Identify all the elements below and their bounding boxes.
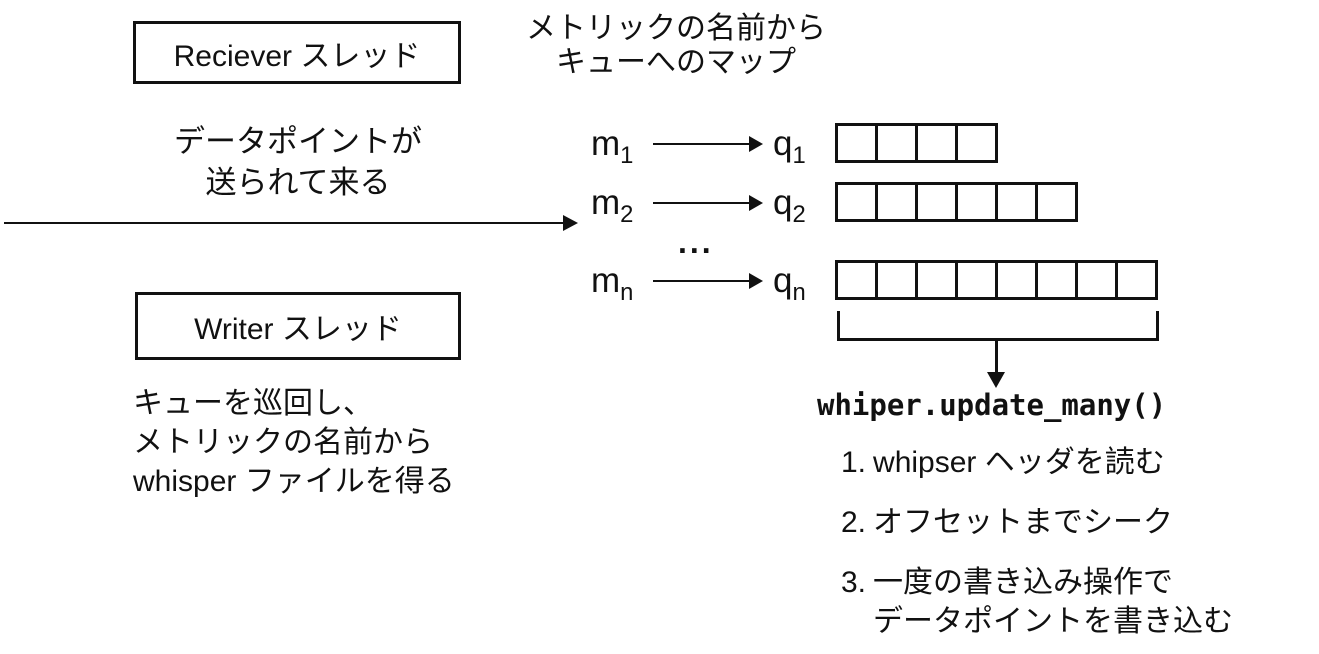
queue-cell [1035, 263, 1075, 297]
queue-label: qn [773, 261, 806, 306]
metric-label: mn [591, 261, 634, 306]
step-number: 3. [841, 566, 867, 599]
queue-cell [838, 263, 875, 297]
bracket-down-arrow [987, 340, 1006, 388]
queue-label: q1 [773, 124, 806, 169]
queue-cell [955, 263, 995, 297]
metric-to-queue-arrow [653, 280, 750, 282]
queue-cell [995, 185, 1035, 219]
step-text: 一度の書き込み操作でデータポイントを書き込む [873, 566, 1234, 638]
queue-row: mn qn [573, 250, 1193, 312]
down-arrow-line [995, 340, 998, 374]
incoming-arrow [4, 214, 578, 232]
step-number: 2. [841, 506, 867, 539]
queue-cell [875, 126, 915, 160]
queue-row: m2 q2 [573, 172, 1193, 234]
receiver-thread-box: Reciever スレッド [133, 21, 461, 84]
queue-cell [838, 126, 875, 160]
metric-arrowhead-icon [749, 136, 763, 152]
queue-cell [915, 185, 955, 219]
map-caption-line2: キューへのマップ [556, 46, 796, 79]
ellipsis: ... [678, 224, 714, 260]
queue-cell [995, 263, 1035, 297]
incoming-caption-line2: 送られて来る [205, 165, 391, 200]
step-item: 1.whipser ヘッダを読む [841, 443, 1233, 482]
queue-cell [875, 263, 915, 297]
writer-desc-line1: キューを巡回し、 [133, 387, 373, 420]
step-item: 3.一度の書き込み操作でデータポイントを書き込む [841, 563, 1233, 641]
queue-cells [835, 260, 1158, 300]
metric-arrowhead-icon [749, 273, 763, 289]
queue-cell [915, 126, 955, 160]
queues-bracket [837, 311, 1159, 341]
function-call-label: whiper.update_many() [817, 388, 1167, 422]
queue-cells [835, 123, 998, 163]
queue-cell [1035, 185, 1075, 219]
incoming-arrowhead-icon [563, 215, 578, 231]
writer-desc-line2: メトリックの名前から [133, 426, 433, 459]
map-caption-line1: メトリックの名前から [526, 12, 826, 45]
queue-cell [838, 185, 875, 219]
step-number: 1. [841, 446, 867, 479]
metric-label: m1 [591, 124, 634, 169]
queue-cell [875, 185, 915, 219]
step-item: 2.オフセットまでシーク [841, 503, 1233, 542]
queue-cell [1115, 263, 1155, 297]
incoming-datapoints-caption: データポイントが 送られて来る [148, 121, 448, 203]
queue-cell [955, 126, 995, 160]
metric-arrowhead-icon [749, 195, 763, 211]
metric-to-queue-arrow [653, 202, 750, 204]
writer-thread-box: Writer スレッド [135, 292, 461, 360]
queue-label: q2 [773, 183, 806, 228]
queue-row: m1 q1 [573, 113, 1193, 175]
writer-description: キューを巡回し、 メトリックの名前から whisper ファイルを得る [133, 384, 455, 501]
metric-to-queue-arrow [653, 143, 750, 145]
receiver-thread-label: Reciever スレッド [173, 39, 421, 73]
queue-cell [1075, 263, 1115, 297]
down-arrowhead-icon [987, 372, 1005, 388]
queue-cells [835, 182, 1078, 222]
map-caption: メトリックの名前から キューへのマップ [498, 12, 854, 80]
queue-cell [915, 263, 955, 297]
writer-desc-line3: whisper ファイルを得る [133, 465, 455, 498]
queue-cell [955, 185, 995, 219]
metric-label: m2 [591, 183, 634, 228]
step-text: オフセットまでシーク [873, 506, 1174, 539]
writer-thread-label: Writer スレッド [194, 313, 402, 346]
incoming-caption-line1: データポイントが [174, 124, 422, 159]
incoming-arrow-line [4, 222, 564, 224]
step-text: whipser ヘッダを読む [873, 446, 1165, 479]
